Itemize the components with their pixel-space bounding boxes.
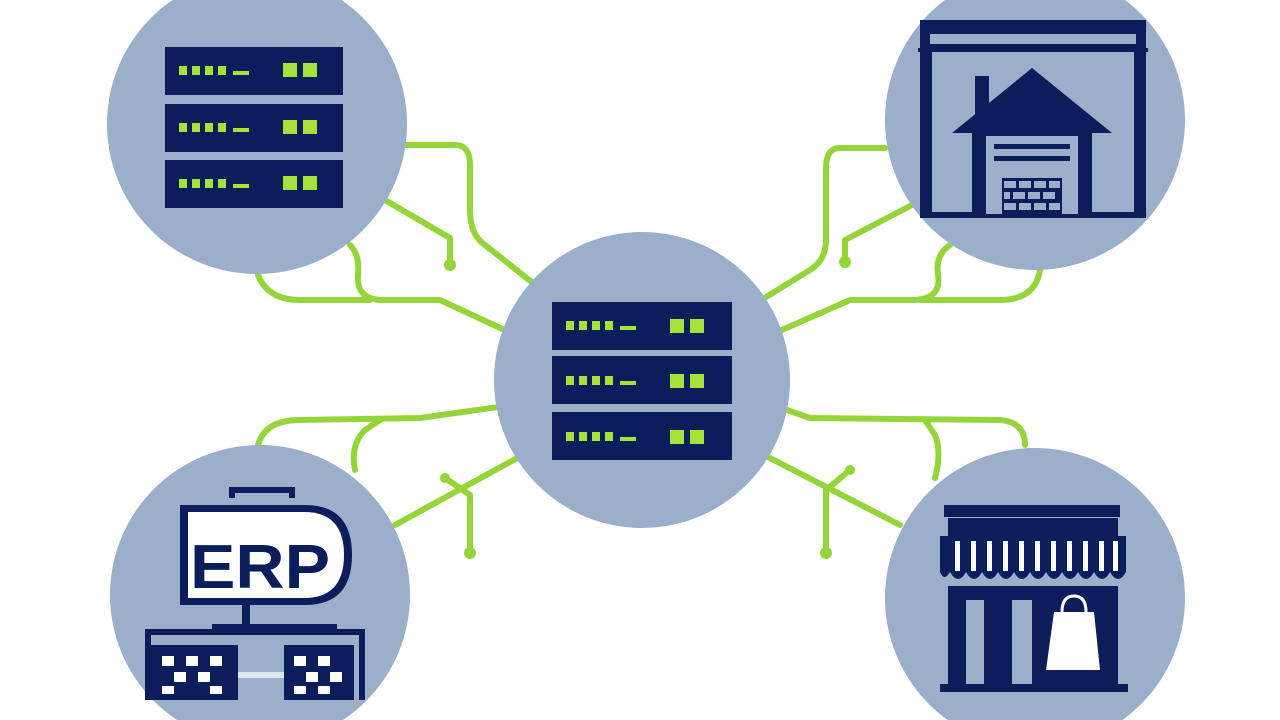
connector-bottom-left-2 (350, 417, 383, 473)
connector-top-right-4 (917, 267, 1043, 303)
connector-dot (839, 256, 851, 268)
connector-dot (440, 473, 450, 483)
server-unit (552, 356, 732, 404)
storefront-icon (940, 505, 1128, 692)
server-unit (165, 47, 343, 95)
connector-bottom-left-4 (442, 475, 473, 556)
connector-top-left-2 (382, 197, 453, 268)
connector-dot (820, 547, 832, 559)
connector-top-right-1 (729, 145, 888, 321)
connector-bottom-right-2 (922, 417, 942, 481)
connector-top-right-2 (842, 202, 915, 265)
connector-dot (464, 547, 476, 559)
erp-module-right (284, 645, 354, 700)
connector-bottom-right-4 (823, 467, 853, 556)
connector-bottom-left-1 (255, 397, 551, 448)
connectors (255, 142, 1043, 556)
erp-module-left (150, 645, 238, 700)
erp-label: ERP (190, 533, 330, 602)
connector-top-left-4 (255, 272, 373, 303)
server-unit (165, 160, 343, 208)
connector-dot (444, 259, 456, 271)
connector-top-left-1 (402, 142, 551, 298)
connector-bottom-right-1 (732, 389, 1028, 448)
connector-top-left-3 (347, 242, 555, 355)
awning (940, 536, 1126, 579)
server-unit (165, 104, 343, 152)
connector-dot (845, 465, 855, 475)
warehouse-icon (918, 20, 1148, 218)
top-left-server-icon (165, 47, 343, 208)
hub-server-icon (552, 302, 732, 460)
server-unit (552, 302, 732, 350)
shopping-bag-icon (1046, 594, 1100, 670)
server-unit (552, 412, 732, 460)
connector-dots (440, 256, 855, 559)
erp-icon: ERP (145, 487, 365, 700)
